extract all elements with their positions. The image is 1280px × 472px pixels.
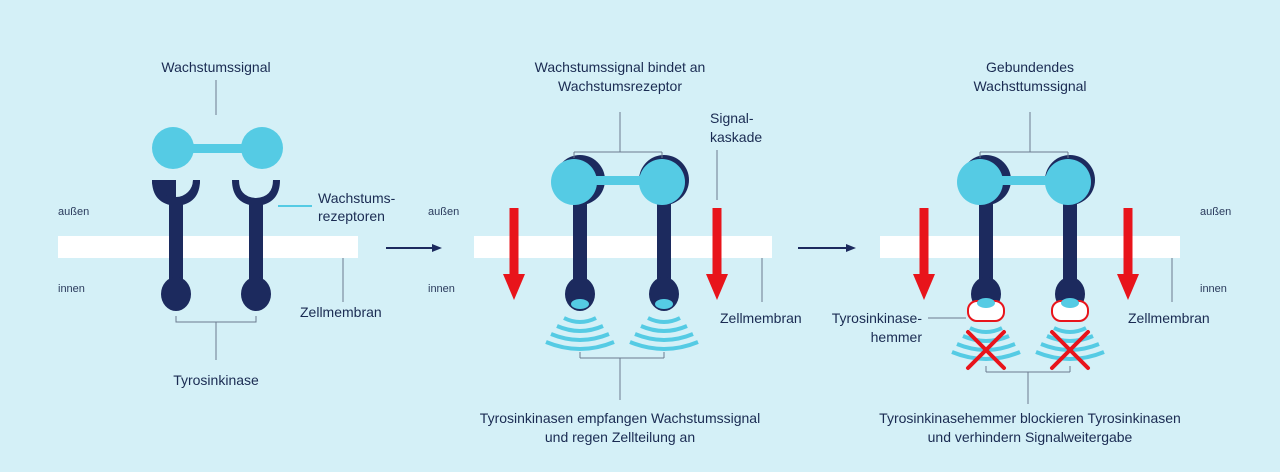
panel1-signal-label: Wachstumssignal bbox=[161, 59, 271, 75]
panel1-kinase-label: Tyrosinkinase bbox=[173, 372, 259, 388]
arrow-2 bbox=[798, 244, 856, 252]
panel1-membrane bbox=[58, 236, 358, 258]
panel1-receptors-label-line1: Wachstums- bbox=[318, 190, 396, 206]
panel3-block-x-left bbox=[966, 330, 1006, 370]
panel3-caption-line1: Tyrosinkinasehemmer blockieren Tyrosinki… bbox=[879, 410, 1181, 426]
panel3-membrane bbox=[880, 236, 1180, 258]
panel2-cascade-label-line1: Signal- bbox=[710, 110, 754, 126]
panel2-cascade-label-line2: kaskade bbox=[710, 129, 763, 145]
panel2-outside-label: außen bbox=[428, 206, 460, 218]
arrow-1 bbox=[386, 244, 442, 252]
panel2-group bbox=[474, 112, 772, 400]
panel1-outside-label: außen bbox=[58, 206, 90, 218]
panel1-receptor-right bbox=[232, 180, 280, 311]
panel2-caption-line1: Tyrosinkinasen empfangen Wachstumssignal bbox=[479, 410, 761, 426]
panel3-block-x-right bbox=[1050, 330, 1090, 370]
panel2-inside-label: innen bbox=[428, 283, 455, 295]
panel2-signal-waves-left bbox=[544, 316, 616, 351]
panel2-growth-signal bbox=[551, 159, 685, 205]
panel3-growth-signal bbox=[957, 159, 1091, 205]
panel3-title-line2: Wachsttumssignal bbox=[973, 78, 1087, 94]
panel3-signal-waves-right bbox=[1034, 326, 1106, 361]
panel2-signal-waves-right bbox=[628, 316, 700, 351]
panel3-inhibitor-label-line2: hemmer bbox=[870, 329, 922, 345]
panel3-signal-waves-left bbox=[950, 326, 1022, 361]
panel3-outside-label: außen bbox=[1200, 206, 1232, 218]
panel2-membrane bbox=[474, 236, 772, 258]
panel1-growth-signal bbox=[152, 127, 283, 169]
panel3-membrane-label: Zellmembran bbox=[1128, 310, 1210, 326]
panel2-title-line2: Wachstumsrezeptor bbox=[558, 78, 682, 94]
panel1-inside-label: innen bbox=[58, 283, 85, 295]
panel3-inhibitor-left bbox=[967, 298, 1005, 322]
panel3-inhibitor-label-line1: Tyrosinkinase- bbox=[831, 310, 922, 326]
panel2-caption-line2: und regen Zellteilung an bbox=[544, 429, 696, 445]
panel3-caption-line2: und verhindern Signalweitergabe bbox=[927, 429, 1133, 445]
panel1-receptor-left bbox=[152, 180, 200, 311]
panel3-title-line1: Gebundendes bbox=[986, 59, 1074, 75]
panel2-title-line1: Wachstumssignal bindet an bbox=[534, 59, 706, 75]
panel1-receptors-label-line2: rezeptoren bbox=[318, 208, 385, 224]
panel3-inhibitor-right bbox=[1051, 298, 1089, 322]
panel1-membrane-label: Zellmembran bbox=[300, 304, 382, 320]
panel2-membrane-label: Zellmembran bbox=[720, 310, 802, 326]
panel1-group bbox=[58, 80, 358, 360]
panel3-inside-label: innen bbox=[1200, 283, 1227, 295]
panel3-group bbox=[880, 112, 1180, 404]
